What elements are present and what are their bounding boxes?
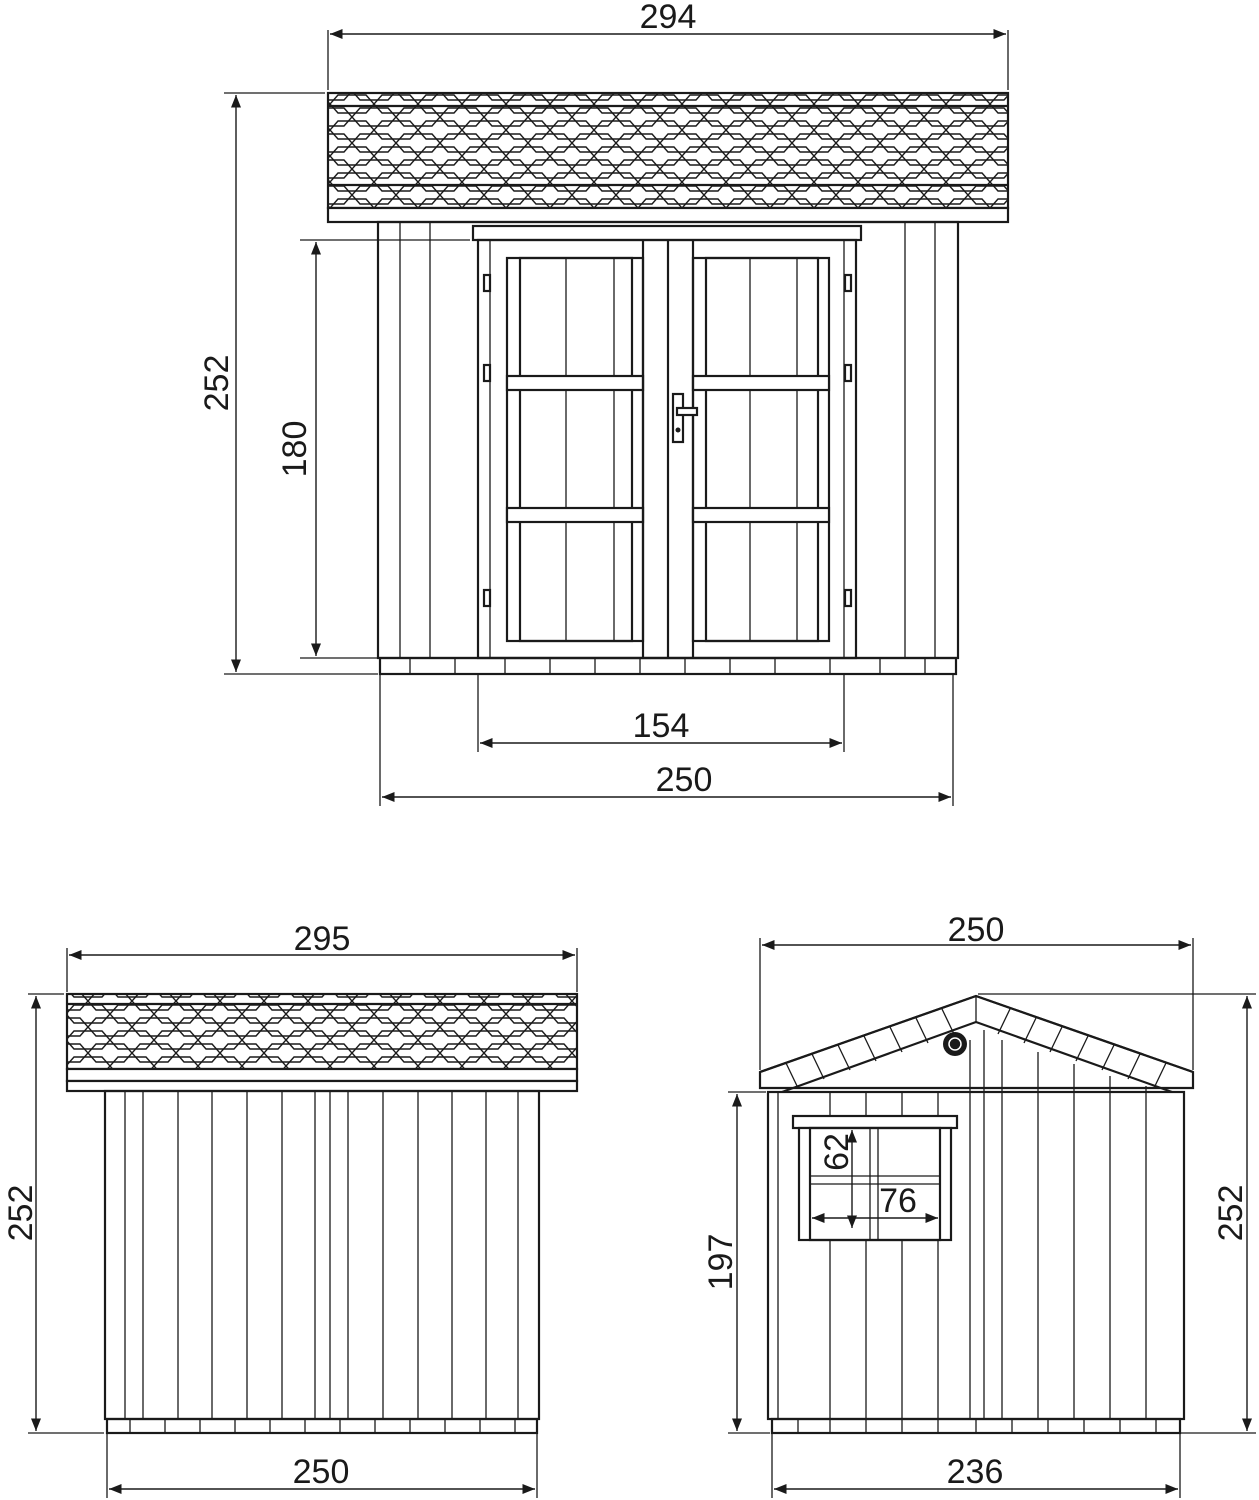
vent-icon bbox=[943, 1032, 967, 1056]
gable-view: 62 76 250 252 197 236 bbox=[702, 911, 1256, 1498]
dim-front-door-height: 180 bbox=[276, 239, 470, 659]
dim-window-height: 62 bbox=[818, 1130, 858, 1228]
label-gable-height-total: 252 bbox=[1212, 1185, 1250, 1242]
label-front-base-width: 250 bbox=[656, 761, 713, 799]
front-view: 294 252 180 154 250 bbox=[198, 0, 1010, 806]
dim-side-roof-width: 295 bbox=[66, 920, 578, 992]
label-gable-wall-height: 197 bbox=[702, 1234, 740, 1291]
dim-front-roof-width: 294 bbox=[327, 0, 1009, 90]
label-front-door-width: 154 bbox=[633, 707, 690, 745]
label-front-height-total: 252 bbox=[198, 355, 236, 412]
label-window-width: 76 bbox=[879, 1182, 917, 1220]
gable-roof bbox=[758, 994, 1195, 1094]
label-window-height: 62 bbox=[818, 1133, 856, 1171]
front-roof bbox=[326, 91, 1010, 224]
dim-front-door-width: 154 bbox=[477, 674, 845, 752]
dim-gable-height-total: 252 bbox=[978, 993, 1256, 1434]
label-gable-roof-width: 250 bbox=[948, 911, 1005, 949]
dim-front-height-total: 252 bbox=[198, 92, 378, 675]
dim-gable-roof-width: 250 bbox=[759, 911, 1194, 1070]
side-roof bbox=[65, 992, 579, 1093]
label-front-roof-width: 294 bbox=[640, 0, 697, 36]
side-view: 295 252 250 bbox=[2, 920, 579, 1498]
label-front-door-height: 180 bbox=[276, 421, 314, 478]
dim-front-base-width: 250 bbox=[379, 674, 954, 806]
dim-side-height-total: 252 bbox=[2, 993, 104, 1434]
dim-side-base-width: 250 bbox=[106, 1433, 538, 1498]
double-door bbox=[471, 224, 863, 660]
dim-window-width: 76 bbox=[812, 1182, 938, 1224]
label-gable-base-width: 236 bbox=[947, 1453, 1004, 1491]
label-side-roof-width: 295 bbox=[294, 920, 351, 958]
dim-gable-base-width: 236 bbox=[771, 1433, 1181, 1498]
dim-gable-wall-height: 197 bbox=[702, 1091, 770, 1434]
label-side-base-width: 250 bbox=[293, 1453, 350, 1491]
label-side-height-total: 252 bbox=[2, 1185, 40, 1242]
door-handle-icon bbox=[671, 392, 699, 444]
side-wall bbox=[103, 1089, 541, 1435]
